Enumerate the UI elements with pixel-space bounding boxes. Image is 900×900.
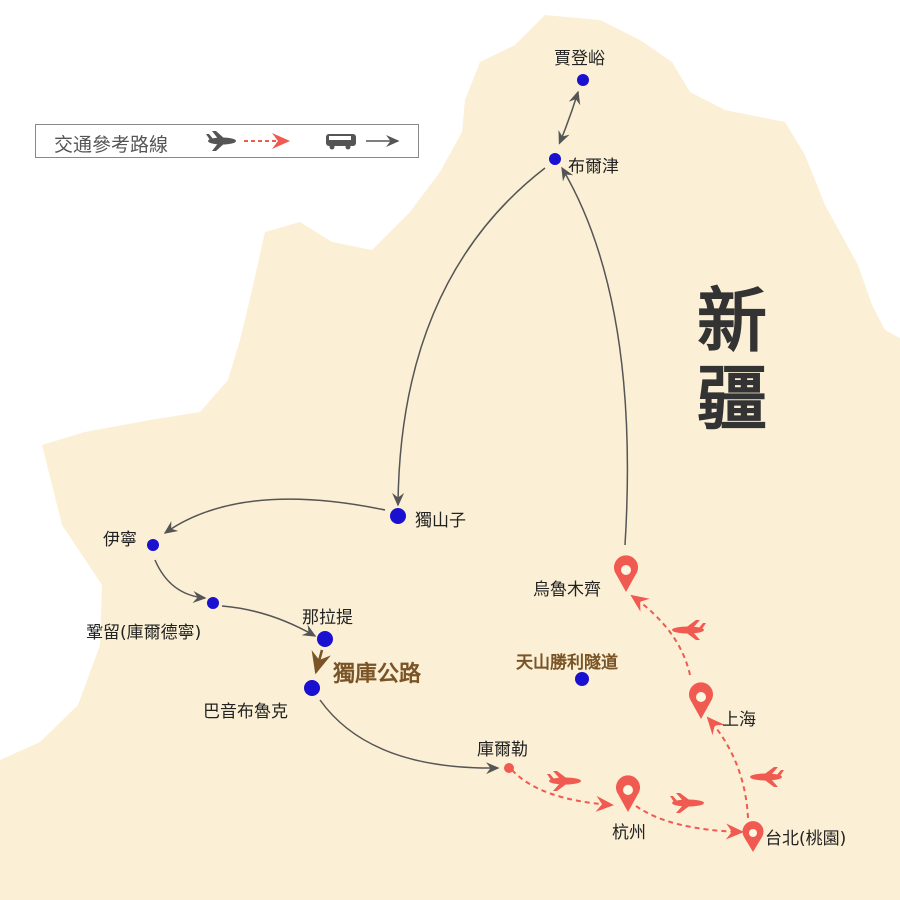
label-bayanbulak: 巴音布魯克 [203,702,288,722]
label-zhaosu: 鞏留(庫爾德寧) [86,623,202,643]
label-jiadengyu: 賈登峪 [554,49,605,69]
airplane-icon [206,131,236,151]
label-hangzhou: 杭州 [612,823,646,843]
label-korla: 庫爾勒 [477,740,528,760]
region-title-char: 疆 [697,358,767,440]
label-dushanzi: 獨山子 [415,511,466,531]
tunnel-name: 天山勝利隧道 [516,653,618,673]
bus-icon [326,134,356,150]
label-nalati: 那拉提 [302,608,353,628]
city-dots [147,74,589,696]
route-legend: 交通參考路線 [35,124,419,158]
location-pins [614,555,764,852]
region-title: 新 疆 [692,282,772,438]
region-title-char: 新 [697,280,767,362]
airplane-icons [547,620,784,813]
label-urumqi: 烏魯木齊 [533,580,601,600]
label-taipei: 台北(桃園) [765,829,847,849]
legend-symbols [206,131,400,151]
label-yining: 伊寧 [103,530,137,550]
xinjiang-land [0,15,900,900]
legend-title: 交通參考路線 [54,134,169,156]
label-shanghai: 上海 [722,710,756,730]
bus-routes [154,90,629,775]
road-name: 獨庫公路 [333,662,422,687]
korla-dot [504,763,514,773]
flight-routes [511,594,749,840]
road-arrow [311,649,331,675]
label-burqin: 布爾津 [568,157,619,177]
